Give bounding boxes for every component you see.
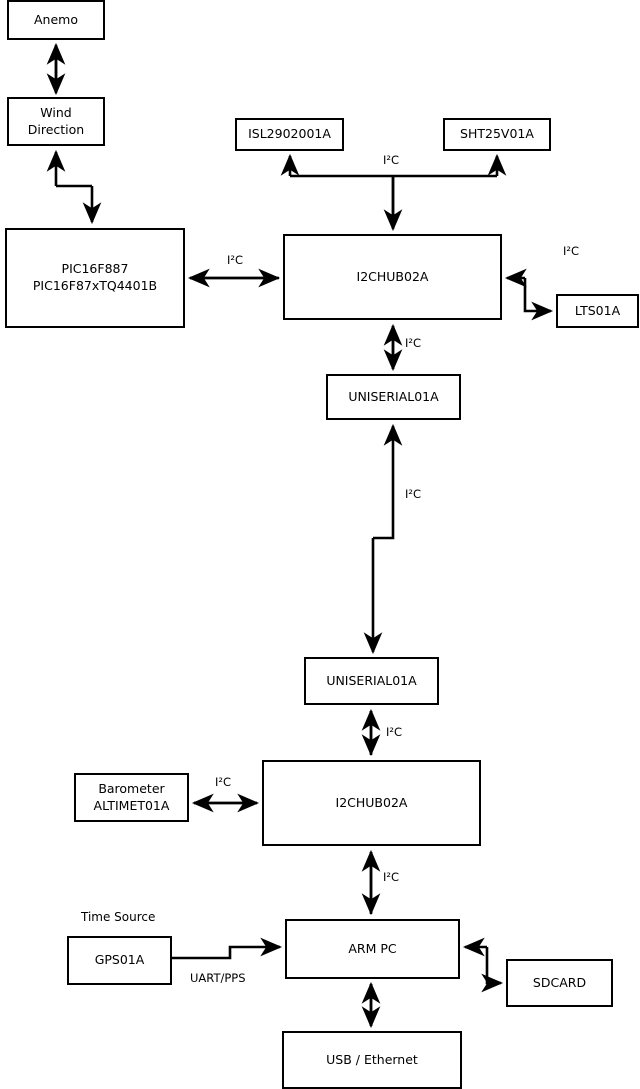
- node-isl2902001a[interactable]: ISL2902001A: [235, 118, 344, 151]
- edge-label-isl-sht-bus: I²C: [383, 153, 400, 167]
- node-usb-ethernet[interactable]: USB / Ethernet: [282, 1031, 462, 1089]
- node-i2chub02a-bottom[interactable]: I2CHUB02A: [262, 760, 481, 846]
- node-anemo[interactable]: Anemo: [7, 0, 105, 40]
- node-uniserial01a-lower[interactable]: UNISERIAL01A: [304, 657, 439, 705]
- connector-lts-jog: [523, 278, 554, 321]
- edge-label-barometer-hub: I²C: [215, 775, 232, 789]
- node-label: Anemo: [34, 11, 78, 27]
- node-label: ISL2902001A: [248, 126, 331, 142]
- edge-label-hub-uniserial1: I²C: [405, 336, 422, 350]
- edge-label-uniserial2-hub: I²C: [386, 725, 403, 739]
- node-gps01a[interactable]: GPS01A: [67, 936, 172, 985]
- node-arm-pc[interactable]: ARM PC: [285, 919, 460, 979]
- node-label: SHT25V01A: [460, 126, 534, 142]
- node-sht25v01a[interactable]: SHT25V01A: [443, 118, 551, 151]
- edge-label-hub-armpc: I²C: [383, 870, 400, 884]
- node-label: UNISERIAL01A: [348, 388, 439, 404]
- node-i2chub02a-top[interactable]: I2CHUB02A: [283, 234, 502, 320]
- node-label: PIC16F887 PIC16F87xTQ4401B: [32, 261, 158, 293]
- edge-label-gps-armpc: UART/PPS: [190, 971, 246, 985]
- node-label: LTS01A: [574, 302, 621, 318]
- node-label: SDCARD: [532, 974, 587, 990]
- edge-label-hub-lts: I²C: [563, 244, 580, 258]
- connector-uni2-uni1-up: [373, 423, 403, 540]
- node-wind-direction[interactable]: Wind Direction: [7, 97, 105, 146]
- node-pic-mcu[interactable]: PIC16F887 PIC16F87xTQ4401B: [5, 228, 185, 328]
- edge-label-uniserial-link: I²C: [405, 487, 422, 501]
- connector-sdcard-jog: [481, 947, 504, 993]
- node-barometer-altimet01a[interactable]: Barometer ALTIMET01A: [74, 773, 189, 822]
- node-label: Barometer ALTIMET01A: [93, 780, 170, 813]
- node-lts01a[interactable]: LTS01A: [556, 294, 639, 328]
- node-uniserial01a-upper[interactable]: UNISERIAL01A: [326, 374, 461, 420]
- node-sdcard[interactable]: SDCARD: [506, 959, 613, 1007]
- node-label: Wind Direction: [27, 104, 85, 137]
- node-label: GPS01A: [94, 952, 145, 968]
- node-label: I2CHUB02A: [335, 794, 408, 810]
- edge-label-pic-hub: I²C: [227, 253, 244, 267]
- node-label: I2CHUB02A: [356, 268, 429, 284]
- node-label: ARM PC: [348, 940, 397, 956]
- node-label: UNISERIAL01A: [326, 672, 417, 688]
- label-time-source: Time Source: [81, 910, 156, 924]
- node-label: USB / Ethernet: [326, 1051, 418, 1067]
- connector-gps-armpc: [172, 937, 283, 960]
